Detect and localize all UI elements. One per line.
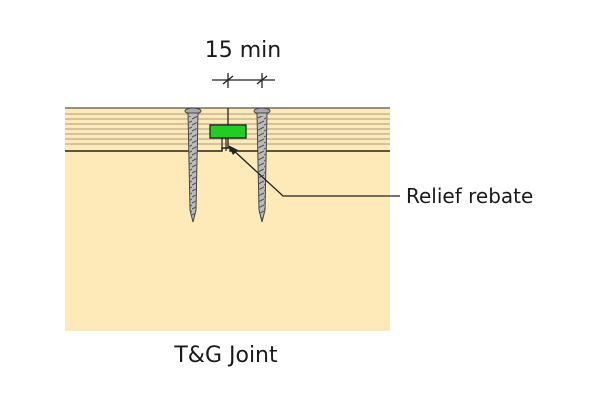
callout-label: Relief rebate	[406, 184, 533, 208]
relief-rebate-leader	[228, 145, 400, 197]
right-screw	[253, 107, 271, 223]
dimension-marker	[212, 73, 275, 88]
dimension-label: 15 min	[205, 38, 281, 63]
diagram-caption: T&G Joint	[173, 343, 278, 368]
relief-rebate	[221, 138, 227, 151]
tongue	[209, 124, 247, 139]
left-screw	[184, 107, 202, 223]
